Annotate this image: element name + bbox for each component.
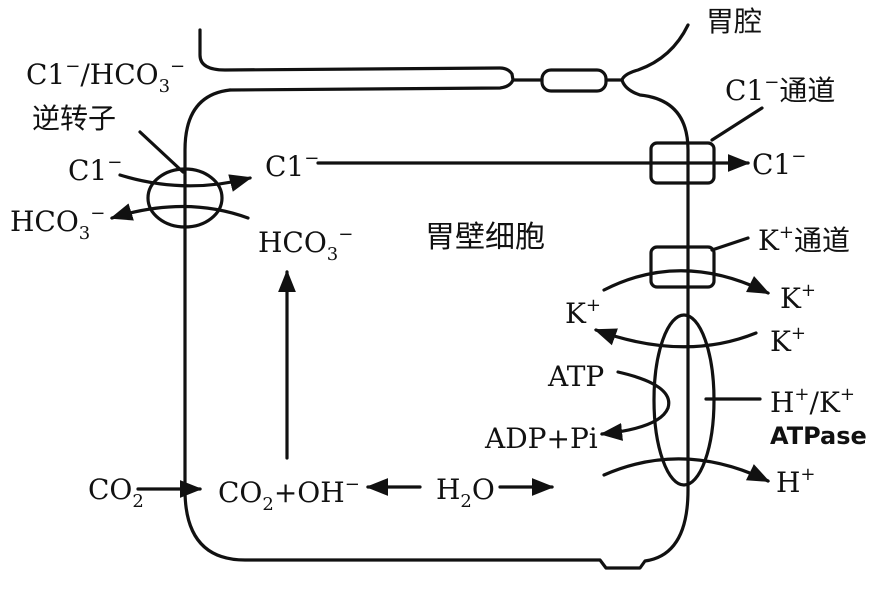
atpase-name: ATPase (770, 422, 867, 450)
cl-ion-inside: C1− (265, 148, 320, 183)
cell-membrane (183, 78, 690, 570)
k-channel-pointer (710, 236, 750, 252)
lumen-label: 胃腔 (706, 5, 763, 38)
exchanger-pointer (138, 130, 185, 174)
hco3-ion-outside-left: HCO3− (10, 203, 106, 244)
tight-junction (540, 68, 608, 93)
hco3-out-arrow (109, 203, 250, 221)
k-channel-label: K+通道 (758, 222, 851, 257)
exchanger-ellipse (146, 167, 224, 229)
hco3-ion-inside: HCO3− (258, 224, 354, 265)
k-ion-lumen-2: K+ (770, 323, 807, 358)
h-out-arrow (602, 457, 771, 483)
cl-channel-label: C1−通道 (725, 72, 836, 107)
co2-outside: CO2 (88, 473, 144, 512)
h2o-label: H2O (436, 473, 495, 512)
adp-pi-label: ADP+Pi (485, 422, 598, 455)
cell-label: 胃壁细胞 (425, 220, 545, 255)
k-out-arrow (602, 269, 771, 295)
k-channel-box (649, 245, 716, 289)
h-ion-lumen: H+ (776, 464, 816, 499)
atp-hydrolysis-arrow (599, 370, 671, 441)
k-ion-cytoplasm: K+ (565, 295, 602, 330)
lumen-membrane-upper (620, 23, 690, 82)
exchanger-label: C1−/HCO3− (26, 56, 186, 97)
k-in-arrow (593, 328, 758, 349)
exchanger-name: 逆转子 (32, 102, 117, 135)
k-ion-lumen-1: K+ (780, 280, 817, 315)
co2-oh-label: CO2+OH− (218, 474, 360, 515)
cl-ion-lumen: C1− (752, 146, 807, 181)
cl-ion-outside-left: C1− (68, 152, 123, 187)
neighbor-cell-membrane (198, 28, 515, 92)
atp-label: ATP (548, 360, 605, 393)
cl-channel-pointer (710, 106, 764, 142)
atpase-label: H+/K+ (770, 384, 855, 419)
cl-in-arrow (118, 173, 253, 192)
